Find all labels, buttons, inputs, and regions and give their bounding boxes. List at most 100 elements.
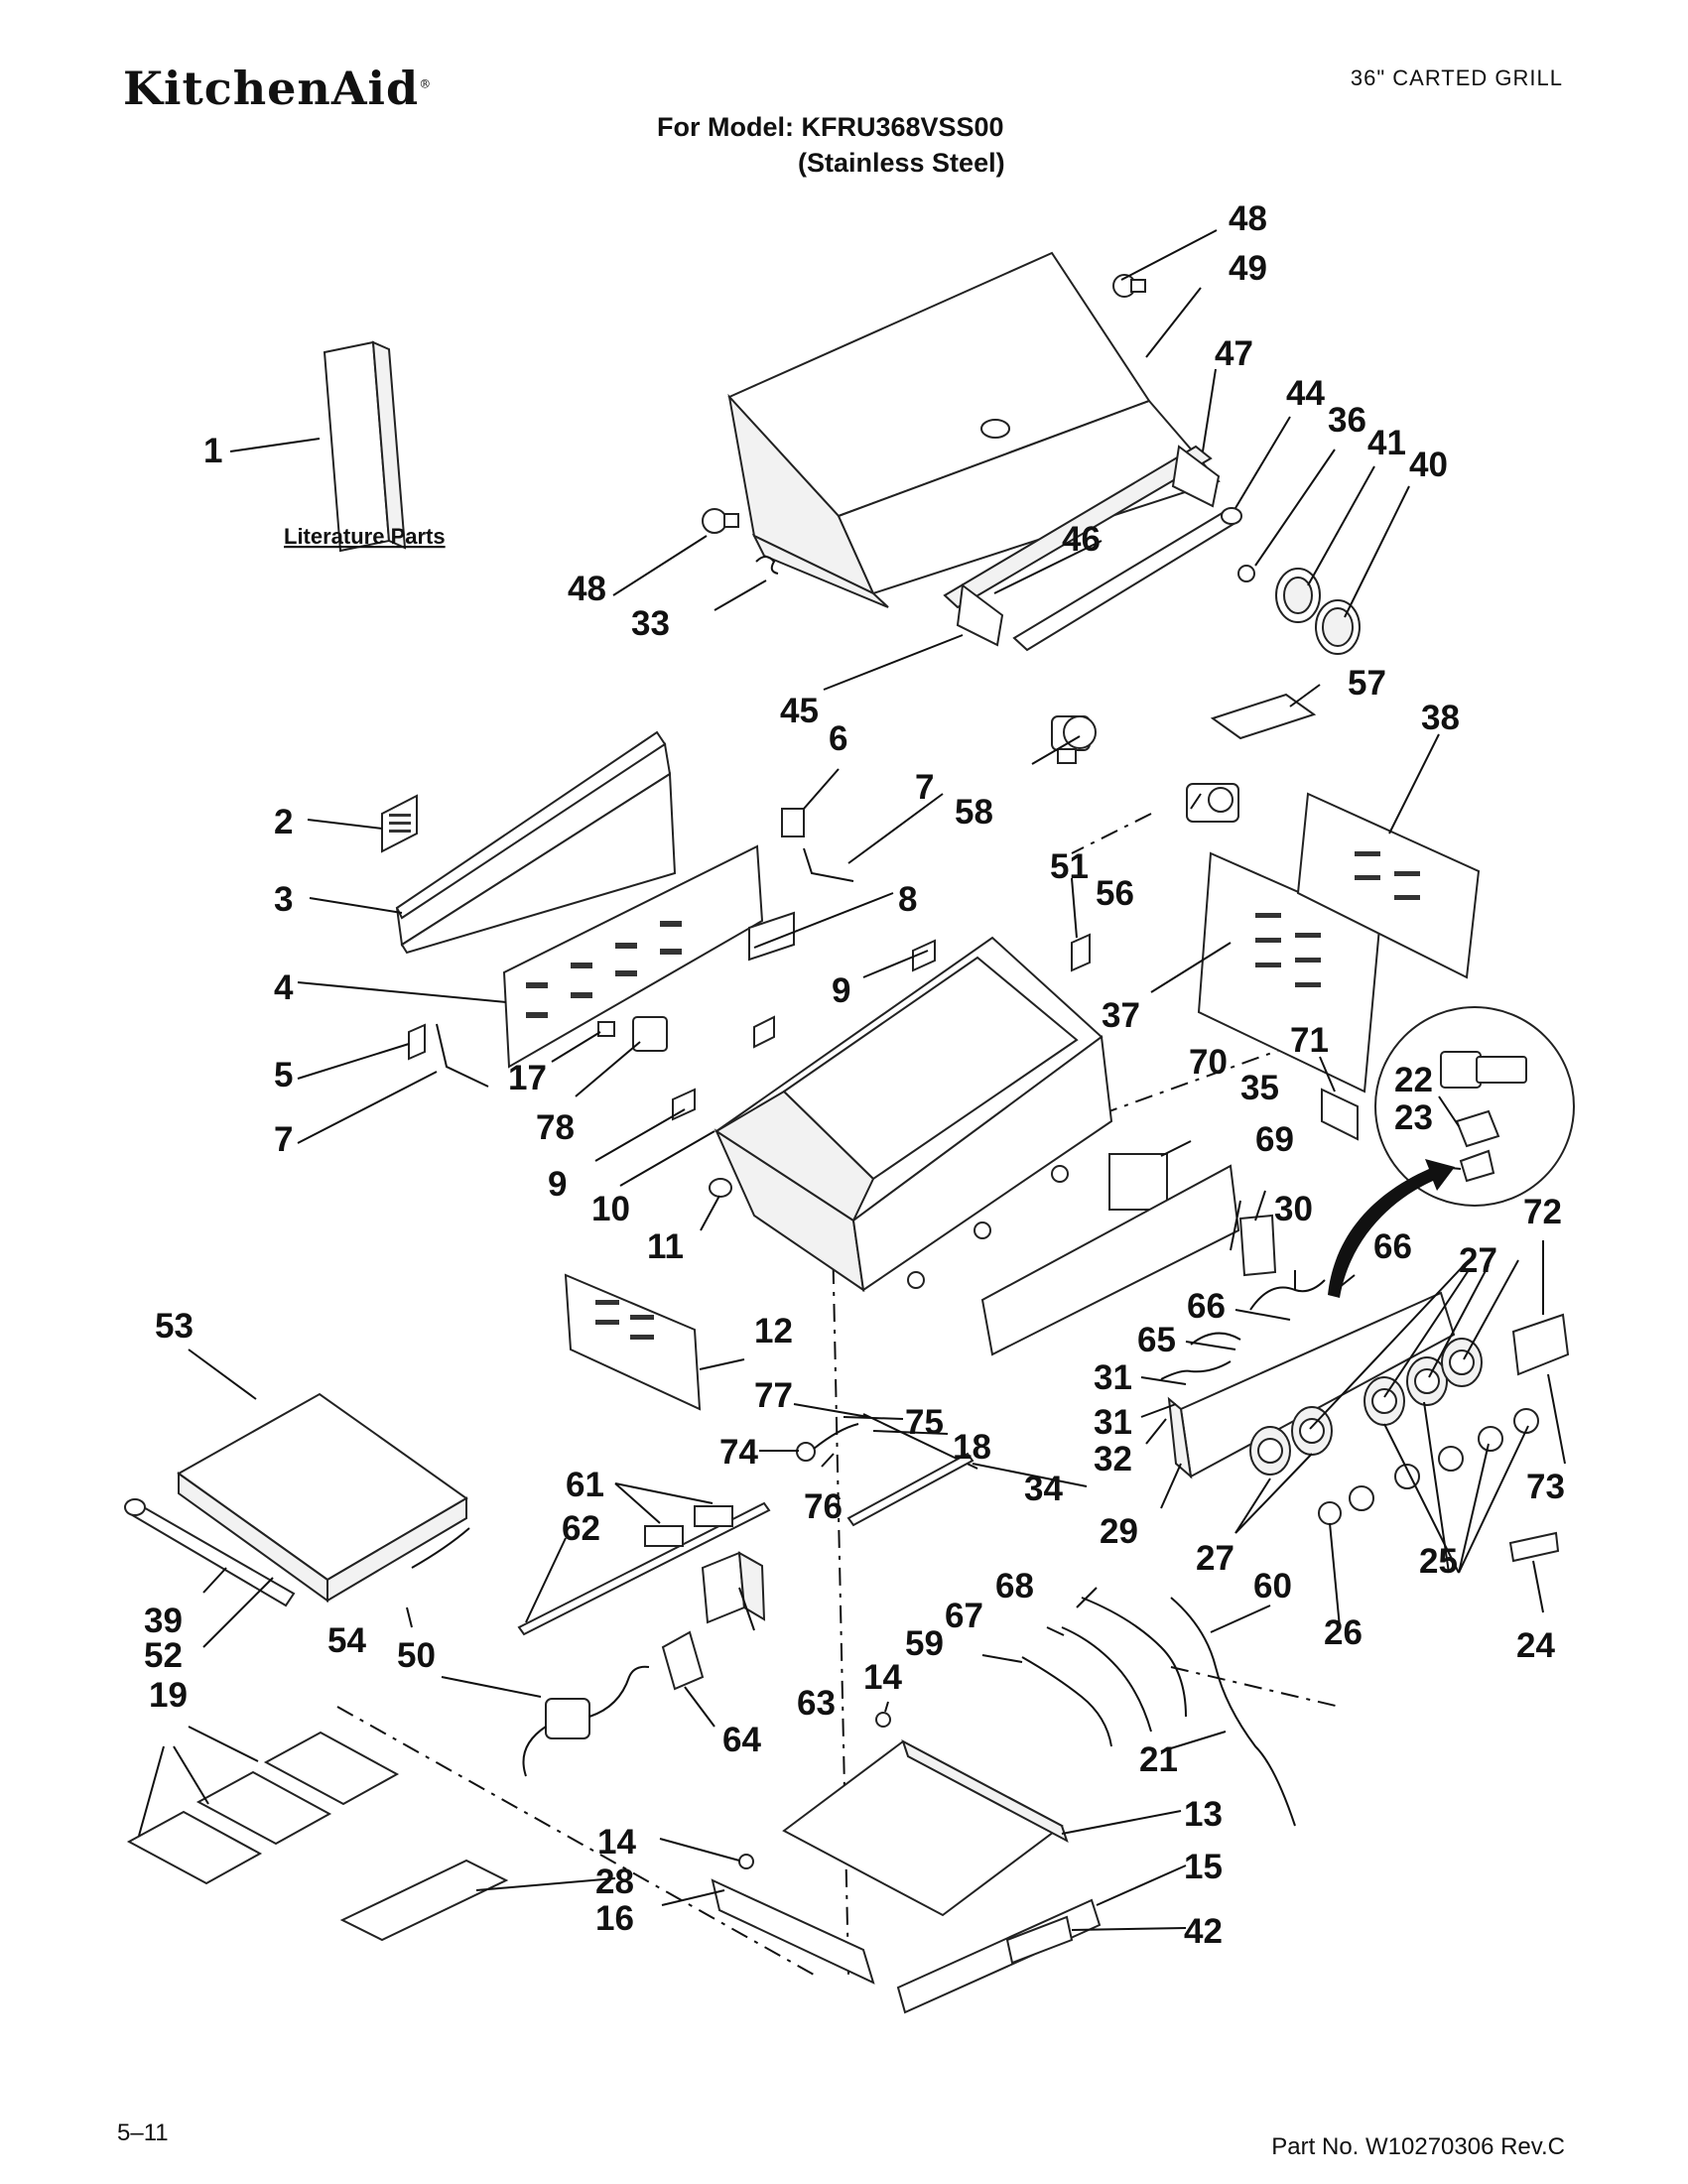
callout-26: 26 [1324, 1613, 1363, 1652]
handle-bracket-right [1171, 445, 1221, 508]
callout-66-lower: 66 [1187, 1287, 1226, 1326]
callout-33: 33 [631, 604, 670, 643]
callout-18: 18 [953, 1428, 991, 1467]
callout-13: 13 [1184, 1795, 1223, 1834]
callout-63: 63 [797, 1684, 836, 1723]
callout-11: 11 [647, 1227, 684, 1266]
callout-24: 24 [1516, 1626, 1555, 1665]
bracket-51 [1071, 933, 1091, 972]
product-title: 36" CARTED GRILL [1350, 65, 1563, 90]
callout-50: 50 [397, 1636, 436, 1675]
callout-68: 68 [995, 1567, 1034, 1606]
callout-49: 49 [1229, 249, 1267, 288]
grill-hood [727, 251, 1221, 608]
callout-4: 4 [274, 968, 294, 1007]
burner-tube [846, 1452, 974, 1527]
callout-35: 35 [1240, 1069, 1279, 1107]
support-rod-upper [803, 847, 854, 882]
side-shelf [124, 1392, 468, 1607]
callout-40: 40 [1409, 446, 1448, 484]
callout-69: 69 [1255, 1120, 1294, 1159]
literature-label: Literature Parts [284, 524, 446, 549]
warming-rack [339, 1859, 509, 1942]
clip-9-middle [753, 1015, 775, 1049]
detail-zoom-circle [1374, 1006, 1575, 1207]
callout-78: 78 [536, 1108, 575, 1147]
callout-59: 59 [905, 1624, 944, 1663]
callout-7-upper: 7 [915, 768, 934, 807]
model-heading: For Model: KFRU368VSS00 (Stainless Steel… [657, 109, 1005, 181]
hood-handle [943, 445, 1242, 652]
callout-9-upper: 9 [832, 971, 850, 1010]
callout-10: 10 [591, 1190, 630, 1228]
rating-label [1210, 693, 1317, 740]
callout-25: 25 [1419, 1542, 1458, 1581]
callout-7-lower: 7 [274, 1120, 293, 1159]
bracket-6 [781, 808, 805, 837]
callout-34: 34 [1024, 1470, 1063, 1508]
callout-32: 32 [1094, 1440, 1132, 1478]
callout-1: 1 [203, 432, 222, 470]
callout-77: 77 [754, 1376, 793, 1415]
callout-31-lower: 31 [1094, 1403, 1132, 1442]
spit-fork-right [694, 1505, 733, 1527]
wire-harness-31 [1160, 1360, 1232, 1380]
callout-39: 39 [144, 1602, 183, 1640]
shelf-handle-bar [411, 1527, 470, 1569]
wire-harness-59 [1021, 1656, 1112, 1747]
support-rod-lower [436, 1023, 489, 1088]
electrode-bracket [1321, 1088, 1359, 1141]
callout-14-upper: 14 [863, 1658, 902, 1697]
callout-31-upper: 31 [1094, 1358, 1132, 1397]
callout-62: 62 [562, 1509, 600, 1548]
side-panel-12 [564, 1273, 702, 1411]
bracket-69 [1238, 1214, 1277, 1277]
rear-vent-panel [395, 730, 677, 955]
callout-38: 38 [1421, 699, 1460, 737]
transformer-box [632, 1016, 668, 1052]
filler-block [1005, 1915, 1074, 1965]
cart-base [782, 1738, 1069, 1917]
wire-harness-66 [1249, 1279, 1326, 1311]
callout-74: 74 [719, 1433, 758, 1472]
clip-9-upper [912, 939, 936, 972]
rotisserie-motor [701, 1551, 766, 1624]
callout-60: 60 [1253, 1567, 1292, 1606]
callout-75: 75 [905, 1403, 944, 1442]
callout-14-lower: 14 [597, 1823, 636, 1862]
callout-22: 22 [1394, 1061, 1433, 1099]
firebox [714, 936, 1113, 1293]
callout-71: 71 [1290, 1021, 1329, 1060]
hood-bumper-knob-top [1112, 274, 1146, 298]
clip-9-lower [672, 1088, 696, 1121]
callout-12: 12 [754, 1312, 793, 1350]
spring-clip [755, 556, 779, 575]
callout-66-upper: 66 [1373, 1227, 1412, 1266]
thermometer [1315, 599, 1361, 655]
control-panel [1167, 1291, 1456, 1479]
callout-9-lower: 9 [548, 1165, 567, 1204]
callout-46: 46 [1062, 520, 1101, 559]
callout-3: 3 [274, 880, 293, 919]
callout-21: 21 [1139, 1740, 1178, 1779]
wire-harness-21 [1170, 1597, 1296, 1827]
wire-harness-68 [1081, 1597, 1187, 1718]
callout-64: 64 [722, 1721, 761, 1759]
callout-70: 70 [1189, 1043, 1228, 1082]
front-rail [896, 1898, 1102, 2014]
literature-parts-booklet: Literature Parts [284, 340, 446, 553]
callout-28: 28 [595, 1863, 634, 1901]
callout-27-lower: 27 [1196, 1539, 1234, 1578]
callout-48-left: 48 [568, 570, 606, 608]
leveling-foot-front [738, 1854, 754, 1869]
callout-65: 65 [1137, 1321, 1176, 1359]
callout-16: 16 [595, 1899, 634, 1938]
callout-15: 15 [1184, 1848, 1223, 1886]
brand-logo: KitchenAid® [123, 62, 433, 115]
igniter-switch [597, 1021, 615, 1037]
callout-41: 41 [1367, 424, 1406, 462]
leveling-foot-rear [875, 1712, 891, 1728]
callout-58: 58 [955, 793, 993, 832]
model-line: For Model: KFRU368VSS00 [657, 112, 1004, 142]
callout-72: 72 [1523, 1193, 1562, 1231]
